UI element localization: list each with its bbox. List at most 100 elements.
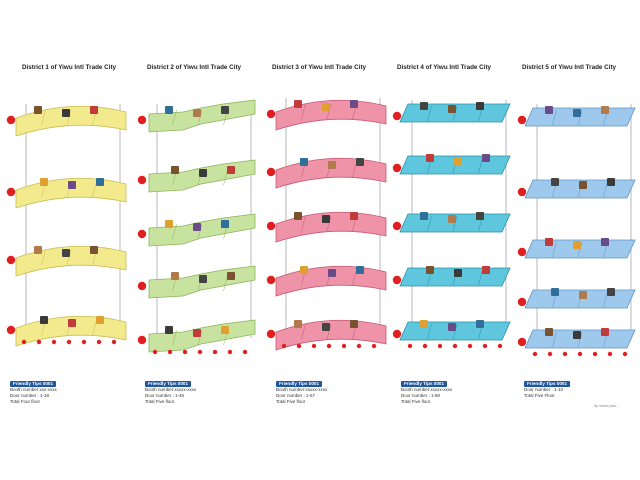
district-2-floor-5: [148, 319, 256, 353]
district-1-door-marker: [36, 339, 42, 345]
product-thumbnail-icon: [454, 157, 462, 165]
district-4-floor-badge-5: [392, 329, 402, 339]
product-thumbnail-icon: [199, 169, 207, 177]
district-5-door-marker: [547, 351, 553, 357]
district-2-tips: Friendly Tips 0001 Booth number:xxxxx-xx…: [145, 381, 255, 405]
district-1-floor-badge-2: [6, 187, 16, 197]
district-2-door-marker: [212, 349, 218, 355]
district-4-tips: Friendly Tips 0001 Booth number:xxxxx-xx…: [401, 381, 511, 405]
district-2-floor-divider: [197, 329, 203, 346]
product-thumbnail-icon: [350, 212, 358, 220]
product-thumbnail-icon: [227, 166, 235, 174]
product-thumbnail-icon: [294, 212, 302, 220]
product-thumbnail-icon: [420, 320, 428, 328]
district-4-door-marker: [407, 343, 413, 349]
district-1-door-marker: [96, 339, 102, 345]
product-thumbnail-icon: [322, 103, 330, 111]
district-4-floor-divider: [478, 269, 483, 286]
product-thumbnail-icon: [420, 102, 428, 110]
product-thumbnail-icon: [165, 106, 173, 114]
product-thumbnail-icon: [573, 331, 581, 339]
product-thumbnail-icon: [221, 326, 229, 334]
district-5-floor-divider: [577, 331, 583, 348]
product-thumbnail-icon: [165, 326, 173, 334]
district-1-floor-badge-3: [6, 255, 16, 265]
district-3-floor-divider: [352, 269, 357, 286]
district-1-floor-divider: [41, 249, 46, 266]
district-1-floor-3: [15, 245, 127, 277]
product-thumbnail-icon: [426, 154, 434, 162]
product-thumbnail-icon: [221, 220, 229, 228]
product-thumbnail-icon: [551, 178, 559, 186]
district-1-floor-badge-4: [6, 325, 16, 335]
product-thumbnail-icon: [601, 106, 609, 114]
district-3-door-marker: [296, 343, 302, 349]
district-1-tips-head: Friendly Tips 0001: [10, 381, 57, 387]
product-thumbnail-icon: [193, 329, 201, 337]
product-thumbnail-icon: [476, 212, 484, 220]
district-3-door-marker: [341, 343, 347, 349]
district-5-floor-badge-1: [517, 115, 527, 125]
product-thumbnail-icon: [328, 161, 336, 169]
product-thumbnail-icon: [90, 106, 98, 114]
district-3-door-marker: [371, 343, 377, 349]
district-4-door-marker: [497, 343, 503, 349]
product-thumbnail-icon: [328, 269, 336, 277]
district-3-tip-booth: Booth number:xxxxx-xxxx: [276, 387, 328, 392]
product-thumbnail-icon: [34, 246, 42, 254]
district-5-floor-divider: [577, 241, 583, 258]
district-1-floor-divider: [92, 181, 97, 198]
district-4-floor-badge-2: [392, 163, 402, 173]
district-4-door-marker: [482, 343, 488, 349]
district-5-tips: Friendly Tips 0001 Door number : 1-10 To…: [524, 381, 634, 399]
district-5-floor-badge-4: [517, 297, 527, 307]
product-thumbnail-icon: [476, 102, 484, 110]
district-5-door-marker: [577, 351, 583, 357]
product-thumbnail-icon: [420, 212, 428, 220]
district-5-floor-badge-3: [517, 247, 527, 257]
district-3-floor-divider: [326, 103, 332, 120]
district-1-tip-floors: Total Four floor: [10, 399, 41, 404]
product-thumbnail-icon: [601, 328, 609, 336]
product-thumbnail-icon: [165, 220, 173, 228]
product-thumbnail-icon: [545, 328, 553, 336]
district-1-floor-divider: [66, 109, 72, 126]
district-3-door-marker: [356, 343, 362, 349]
district-4-tip-booth: Booth number:xxxxx-xxxx: [401, 387, 453, 392]
product-thumbnail-icon: [96, 178, 104, 186]
district-4-floor-divider: [452, 323, 458, 340]
product-thumbnail-icon: [294, 320, 302, 328]
district-4-floor-divider: [478, 157, 483, 174]
district-2-floor-badge-5: [137, 335, 147, 345]
district-3-floor-divider: [326, 215, 332, 232]
product-thumbnail-icon: [171, 272, 179, 280]
district-5-door-marker: [622, 351, 628, 357]
product-thumbnail-icon: [68, 319, 76, 327]
district-3-floor-divider: [301, 215, 306, 232]
district-5-floor-divider: [577, 109, 583, 126]
district-2-tips-head: Friendly Tips 0001: [145, 381, 192, 387]
product-thumbnail-icon: [322, 323, 330, 331]
district-5-door-marker: [592, 351, 598, 357]
product-thumbnail-icon: [551, 288, 559, 296]
district-3-tip-door: Door number : 1-67: [276, 393, 316, 398]
district-2-tip-booth: Booth number:xxxxx-xxxx: [145, 387, 197, 392]
product-thumbnail-icon: [62, 109, 70, 117]
product-thumbnail-icon: [448, 215, 456, 223]
district-4-door-marker: [422, 343, 428, 349]
district-3-floor-badge-4: [266, 275, 276, 285]
product-thumbnail-icon: [193, 109, 201, 117]
product-thumbnail-icon: [482, 266, 490, 274]
product-thumbnail-icon: [448, 323, 456, 331]
product-thumbnail-icon: [476, 320, 484, 328]
district-4-door-marker: [437, 343, 443, 349]
district-5-floor-divider: [552, 109, 557, 126]
district-2-floor-badge-1: [137, 115, 147, 125]
district-4-floor-divider: [427, 105, 432, 122]
product-thumbnail-icon: [193, 223, 201, 231]
district-5-door-marker: [607, 351, 613, 357]
district-1-floor-divider: [92, 319, 97, 336]
district-5-floor-divider: [603, 291, 608, 308]
district-2-floor-badge-4: [137, 281, 147, 291]
